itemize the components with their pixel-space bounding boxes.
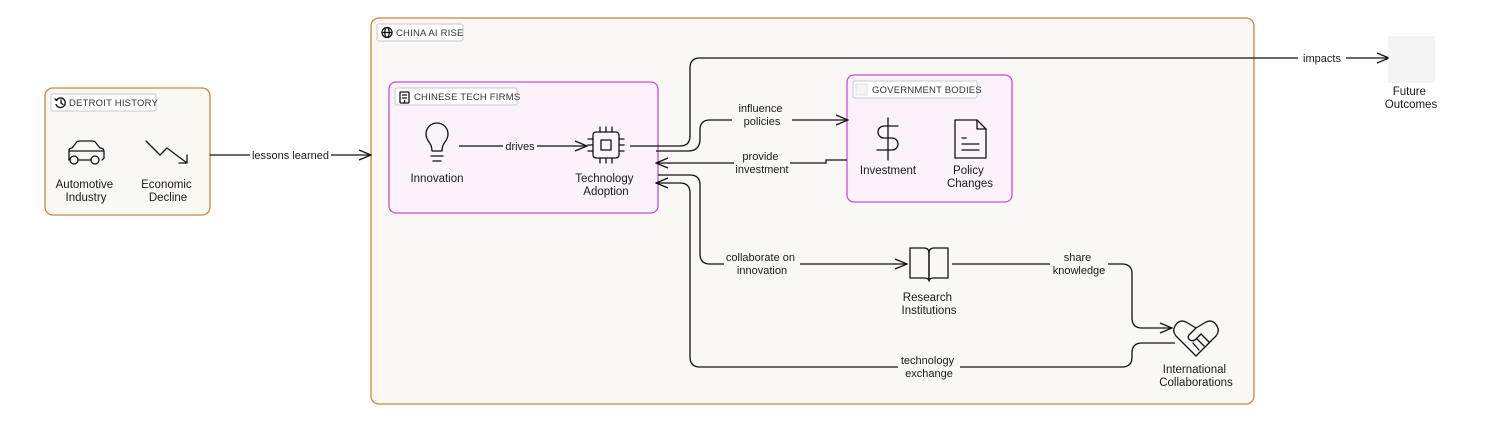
- car-icon: [68, 140, 105, 165]
- node-label-innovation: Innovation: [410, 173, 463, 185]
- edge-label-drives: drives: [505, 141, 535, 153]
- edge-label-lessons-learned: lessons learned: [252, 150, 329, 162]
- node-label-international: International Collaborations: [1159, 364, 1233, 389]
- edge-impacts[interactable]: impacts: [630, 51, 1389, 147]
- edge-influence-policies[interactable]: influence policies: [656, 102, 848, 152]
- edge-label-impacts: impacts: [1303, 53, 1341, 65]
- edge-label-influence-policies: influence policies: [738, 103, 785, 128]
- node-label-investment: Investment: [860, 165, 917, 177]
- node-label-research: Research Institutions: [902, 292, 957, 317]
- group-title-government: GOVERNMENT BODIES: [872, 85, 982, 96]
- cpu-icon: [587, 126, 625, 164]
- edge-label-technology-exchange: technology exchange: [901, 355, 957, 380]
- edge-drives[interactable]: drives: [459, 139, 587, 153]
- edge-collaborate-on-innovation[interactable]: collaborate on innovation: [658, 174, 907, 278]
- edge-lessons-learned[interactable]: lessons learned: [210, 148, 371, 162]
- building-icon: [399, 91, 410, 104]
- node-label-policy-changes: Policy Changes: [947, 165, 993, 190]
- edge-provide-investment[interactable]: provide investment: [656, 150, 847, 177]
- globe-icon: [381, 26, 393, 39]
- edge-label-collaborate: collaborate on innovation: [726, 252, 798, 277]
- node-label-automotive: Automotive Industry: [56, 179, 117, 204]
- node-international-collaborations[interactable]: International Collaborations: [1159, 320, 1233, 389]
- handshake-icon: [1173, 320, 1219, 357]
- node-investment[interactable]: Investment: [860, 117, 917, 177]
- node-economic-decline[interactable]: Economic Decline: [141, 140, 195, 204]
- placeholder-icon: [1388, 36, 1435, 83]
- node-label-economic-decline: Economic Decline: [141, 179, 195, 204]
- node-technology-adoption[interactable]: Technology Adoption: [575, 126, 636, 198]
- node-future-outcomes[interactable]: Future Outcomes: [1385, 36, 1438, 111]
- node-label-technology-adoption: Technology Adoption: [575, 173, 636, 198]
- trending-down-icon: [145, 140, 188, 164]
- node-research-institutions[interactable]: Research Institutions: [902, 247, 957, 317]
- group-government-bodies[interactable]: GOVERNMENT BODIES: [846, 74, 1013, 203]
- node-policy-changes[interactable]: Policy Changes: [947, 119, 993, 190]
- group-detroit-history[interactable]: DETROIT HISTORY: [44, 87, 211, 216]
- edge-share-knowledge[interactable]: share knowledge: [952, 251, 1172, 328]
- history-icon: [54, 97, 66, 109]
- book-icon: [909, 247, 949, 282]
- landmark-icon: [855, 83, 868, 96]
- node-label-future-outcomes: Future Outcomes: [1385, 86, 1438, 111]
- lightbulb-icon: [425, 122, 449, 162]
- group-title-tech-firms: CHINESE TECH FIRMS: [414, 92, 520, 103]
- document-icon: [954, 119, 987, 159]
- edge-label-share-knowledge: share knowledge: [1053, 252, 1106, 277]
- dollar-icon: [876, 117, 899, 161]
- node-innovation[interactable]: Innovation: [410, 122, 464, 185]
- edge-label-provide-investment: provide investment: [735, 151, 788, 176]
- node-automotive-industry[interactable]: Automotive Industry: [56, 140, 117, 204]
- edge-technology-exchange[interactable]: technology exchange: [656, 183, 1175, 381]
- group-title-china: CHINA AI RISE: [396, 28, 464, 39]
- group-title-detroit: DETROIT HISTORY: [69, 98, 159, 109]
